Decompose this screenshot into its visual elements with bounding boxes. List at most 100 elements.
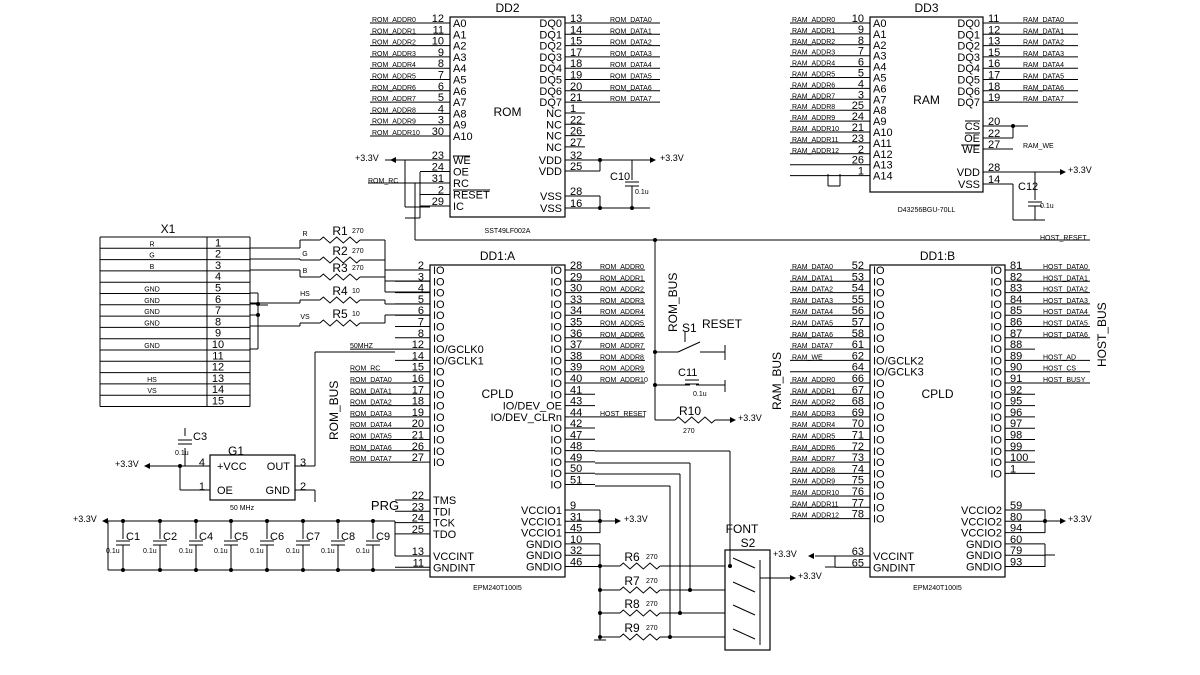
ram-data-signal: RAM_DATA5: [1023, 74, 1064, 81]
cpld-pin-number: 71: [852, 430, 864, 442]
cpld-pin-name: IO: [990, 288, 1002, 300]
rom-pin-name: IC: [453, 201, 464, 213]
connector-pin-number: 14: [212, 384, 224, 396]
cpld-a-part: EPM240T100I5: [473, 585, 522, 592]
cpld-signal: ROM_DATA5: [350, 434, 392, 441]
ram-addr-signal: RAM_ADDR4: [792, 61, 835, 68]
cpld-pin-number: 36: [570, 328, 582, 340]
g1-out: OUT: [267, 461, 291, 473]
rom-pin-name: DQ1: [539, 29, 562, 41]
cpld-pin-number: 11: [413, 557, 424, 569]
rom-addr-signal: ROM_ADDR2: [372, 40, 416, 47]
connector-pin-label: GND: [144, 287, 160, 294]
net-label: VS: [300, 314, 310, 321]
cpld-pin-number: 88: [1010, 339, 1022, 351]
switch-blade: [732, 604, 756, 616]
cpld-signal: RAM_WE: [792, 354, 823, 361]
cpld-pin-number: 56: [852, 305, 864, 317]
cpld-pin-name: GNDIO: [526, 562, 563, 574]
cpld-pin-number: 49: [570, 452, 582, 464]
junction-dot: [630, 206, 634, 210]
ram-pin-number: 12: [988, 24, 1000, 36]
rom-pin-number: 5: [438, 92, 444, 104]
host-reset-label: HOST_RESET: [1040, 235, 1087, 242]
cpld-signal: ROM_ADDR5: [600, 321, 644, 328]
ram-chip-body: [869, 16, 984, 193]
cpld-pin-number: 89: [1010, 350, 1022, 362]
rom-pin-number: 3: [438, 115, 444, 127]
cpld-signal: 50MHZ: [350, 343, 374, 350]
cpld-pin-name: VCCIO2: [961, 505, 1002, 517]
cpld-b-body: [869, 264, 1006, 578]
cpld-pin-number: 85: [1010, 305, 1022, 317]
cpld-pin-name: IO: [873, 491, 885, 503]
cpld-signal: RAM_DATA3: [792, 298, 833, 305]
cpld-pin-name: IO: [873, 480, 885, 492]
rom-pin-number: 32: [570, 150, 582, 162]
rom-pin-number: 30: [432, 126, 444, 138]
vcc-label: +3.3V: [1068, 165, 1092, 175]
cpld-pin-number: 23: [412, 501, 424, 513]
cpld-pin-name: GNDINT: [873, 562, 915, 574]
ram-addr-signal: RAM_ADDR3: [792, 50, 835, 57]
cap-value: 0.1u: [356, 548, 370, 555]
cpld-pin-name: IO: [990, 468, 1002, 480]
junction-dot: [598, 206, 602, 210]
ram-pin-number: 14: [988, 174, 1000, 186]
cpld-pin-number: 53: [852, 271, 864, 283]
cpld-pin-name: IO: [990, 265, 1002, 277]
ram-pin-number: 11: [988, 13, 999, 25]
ram-data-signal: RAM_DATA3: [1023, 51, 1064, 58]
cpld-pin-number: 32: [570, 545, 582, 557]
ram-addr-signal: RAM_ADDR11: [792, 137, 839, 144]
rom-pin-number: 15: [570, 36, 582, 48]
cpld-signal: RAM_ADDR9: [792, 479, 835, 486]
r10-ref: R10: [679, 404, 701, 418]
connector-pin-label: HS: [147, 377, 157, 384]
rom-data-signal: ROM_DATA5: [610, 74, 652, 81]
net-label: B: [303, 268, 308, 275]
connector-pin-number: 7: [215, 305, 221, 317]
rom-pin-name: A7: [453, 97, 466, 109]
prg-label: PRG: [371, 498, 399, 513]
ram-pin-name: DQ2: [957, 41, 980, 53]
c3-ref: C3: [193, 431, 207, 443]
cpld-signal: ROM_ADDR8: [600, 354, 644, 361]
cpld-pin-name: IO: [433, 333, 445, 345]
cpld-pin-name: IO: [990, 435, 1002, 447]
cpld-pin-number: 86: [1010, 317, 1022, 329]
rom-pin-name: RC: [453, 178, 469, 190]
cpld-signal: ROM_ADDR9: [600, 366, 644, 373]
cpld-pin-number: 28: [570, 260, 582, 272]
cpld-pin-number: 47: [570, 429, 582, 441]
cpld-pin-number: 84: [1010, 294, 1022, 306]
cpld-a-body: [429, 264, 566, 578]
cpld-pin-number: 46: [570, 557, 582, 569]
resistor-r10: [674, 416, 716, 424]
ram-addr-signal: RAM_ADDR0: [792, 17, 835, 24]
c12-ref: C12: [1018, 181, 1038, 193]
cpld-pin-name: IO: [550, 276, 562, 288]
switch-blade: [732, 557, 756, 569]
ram-pin-number: 3: [858, 89, 864, 101]
cpld-pin-name: IO: [873, 288, 885, 300]
cpld-pin-number: 34: [570, 305, 582, 317]
cpld-pin-name: TCK: [433, 518, 456, 530]
cap-ref: C8: [341, 531, 355, 543]
ram-pin-number: 13: [988, 36, 1000, 48]
resistor-r4: [319, 296, 361, 304]
cpld-pin-name: IO: [550, 367, 562, 379]
cpld-pin-name: IO: [873, 344, 885, 356]
g1-freq: 50 MHz: [230, 505, 255, 512]
cpld-pin-name: IO: [873, 333, 885, 345]
rom-pin-name: DQ3: [539, 52, 562, 64]
cpld-pin-name: IO: [433, 276, 445, 288]
cpld-pin-number: 78: [852, 509, 864, 521]
cpld-pin-number: 26: [412, 441, 424, 453]
cpld-signal: HOST_RESET: [600, 411, 647, 418]
cpld-pin-name: IO: [550, 446, 562, 458]
cpld-pin-name: IO: [433, 389, 445, 401]
cpld-pin-number: 98: [1010, 430, 1022, 442]
rom-pin-name: RESET: [453, 190, 490, 202]
rom-pin-name: DQ5: [539, 75, 562, 87]
